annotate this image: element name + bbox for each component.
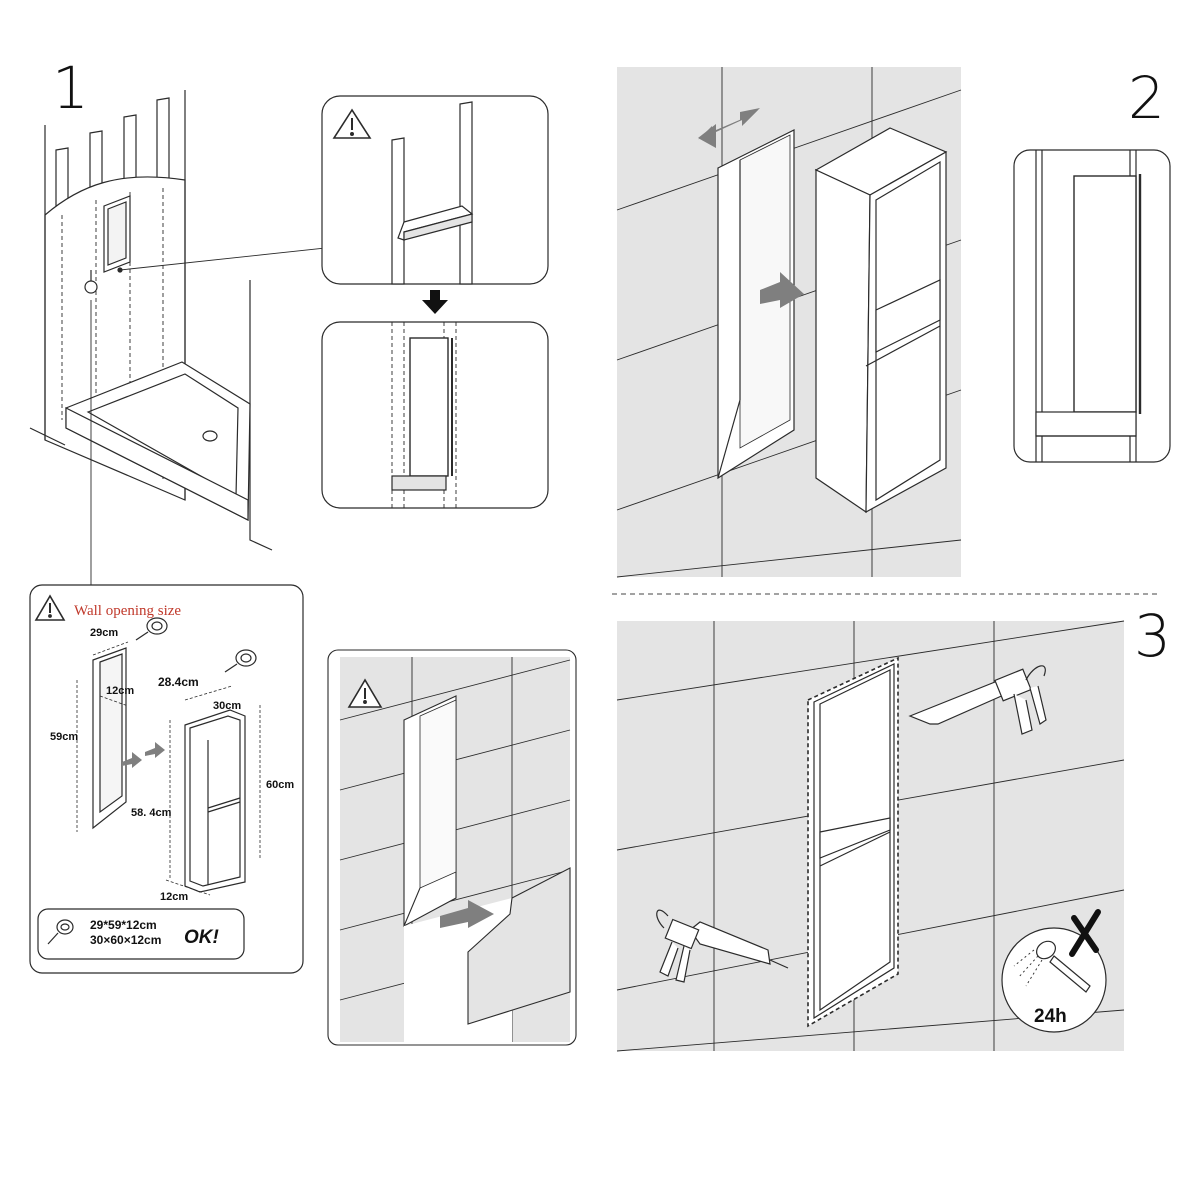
- cure-time-label: 24h: [1034, 1006, 1067, 1027]
- niche-depth-label: 12cm: [160, 891, 188, 903]
- tile-piece: [467, 867, 571, 1025]
- insert-arrow-icon: [145, 742, 165, 758]
- shower-valve: [84, 280, 98, 294]
- wall-opening-title: Wall opening size: [74, 603, 181, 619]
- niche-outer-width-label: 30cm: [213, 700, 241, 712]
- warning-icon: [347, 678, 383, 708]
- niche-box: [814, 127, 948, 514]
- opening-depth-label: 12cm: [106, 685, 134, 697]
- detail-niche-in-studs: [321, 321, 549, 509]
- step-2-side-detail: [1013, 149, 1171, 463]
- cross-icon: [1069, 909, 1101, 957]
- no-shower-24h-badge: 24h: [1001, 909, 1107, 1033]
- niche-inner-height-label: 58. 4cm: [131, 807, 172, 819]
- step-number-3: 3: [1134, 602, 1171, 670]
- tiling-detail: [327, 649, 577, 1046]
- niche-sketch: [165, 685, 261, 896]
- tape-measure-icon: [47, 919, 74, 945]
- detail-cross-stud: [321, 95, 549, 285]
- step-2-illustration: 2: [616, 64, 1165, 578]
- installed-niche: [807, 656, 899, 1028]
- step-3-illustration: 24h 3: [616, 602, 1171, 1052]
- niche-outer-height-label: 60cm: [266, 779, 294, 791]
- warning-icon: [332, 108, 372, 139]
- niche-inner-width-label: 28.4cm: [158, 675, 199, 689]
- tape-measure-icon: [224, 649, 257, 673]
- caulk-gun-icon: [908, 665, 1047, 735]
- insert-arrow-icon: [760, 272, 804, 308]
- tape-measure-icon: [135, 617, 168, 641]
- adjust-arrow-icon: [698, 108, 760, 148]
- caulk-gun-icon: [656, 909, 789, 983]
- drain: [202, 430, 218, 442]
- dimensions-panel: Wall opening size: [29, 584, 304, 974]
- warning-icon: [34, 594, 66, 621]
- summary-verdict: OK!: [184, 927, 219, 948]
- insert-arrow-icon: [122, 752, 142, 768]
- shower-tray: [65, 361, 251, 521]
- shower-head-icon: [1013, 940, 1091, 993]
- step-number-1: 1: [52, 54, 89, 122]
- summary-opening-size: 29*59*12cm: [90, 918, 157, 932]
- insert-arrow-icon: [440, 900, 494, 928]
- summary-niche-size: 30×60×12cm: [90, 933, 161, 947]
- step-1-wall-illustration: 1: [29, 54, 401, 600]
- size-summary: 29*59*12cm 30×60×12cm OK!: [37, 908, 245, 960]
- opening-width-label: 29cm: [90, 627, 118, 639]
- down-arrow-icon: [422, 290, 448, 314]
- step-number-2: 2: [1128, 64, 1165, 132]
- opening-height-label: 59cm: [50, 731, 78, 743]
